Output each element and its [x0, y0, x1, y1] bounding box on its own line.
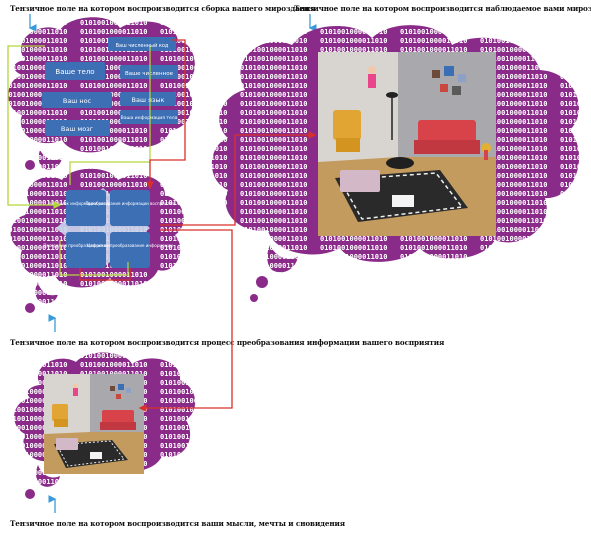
svg-text:Ваш язык: Ваш язык: [132, 96, 165, 104]
assembly-box-perception-info: Ваша информация тела: [120, 110, 178, 124]
red-link-assembly: [146, 39, 186, 190]
red-link-to-thoughts: [138, 229, 233, 412]
svg-text:Ваша информация тела: Ваша информация тела: [121, 115, 178, 121]
assembly-box-body: Ваше тело: [45, 62, 105, 80]
assembly-box-brain: Ваш мозг: [45, 120, 110, 136]
svg-text:Цифровое преобразование информ: Цифровое преобразование информации: [87, 243, 173, 248]
svg-text:Ваше численное: Ваше численное: [125, 71, 174, 77]
transformation-diagram: Источник информации восприятия Преобразо…: [43, 188, 175, 268]
svg-text:Ваш нос: Ваш нос: [63, 97, 92, 105]
red-link-transformation-left: [79, 268, 131, 281]
green-link-left: [7, 45, 62, 209]
assembly-box-number-of-sensations: Ваше численное: [120, 65, 178, 79]
caption-thoughts-field: Тензичное поле на котором воспроизводитс…: [10, 519, 345, 528]
green-link-bottom: [59, 240, 129, 276]
process-box-result: Цифровое преобразование информации: [87, 232, 173, 268]
svg-text:Программа преобразования воспр: Программа преобразования восприятия: [43, 243, 129, 248]
caption-transformation-field: Тензичное поле на котором воспроизводитс…: [10, 338, 445, 347]
process-box-transformation: Преобразование информации восприятия: [85, 190, 175, 226]
process-box-source: Источник информации восприятия: [49, 190, 124, 226]
thoughts-room-image: [44, 374, 144, 474]
connectors: [7, 39, 317, 412]
assembly-box-numeric-code: Ваш численный код: [108, 37, 176, 51]
svg-text:Ваше тело: Ваше тело: [55, 68, 94, 76]
assembly-box-nerves: Ваш нос: [42, 92, 112, 108]
svg-text:Преобразование информации восп: Преобразование информации восприятия: [85, 201, 175, 206]
caption-assembly-field: Тензичное поле на котором воспроизводитс…: [10, 4, 316, 13]
caption-observed-field: Тензичное поле на котором воспроизводитс…: [294, 4, 591, 13]
observed-room-image: [318, 52, 496, 236]
process-box-transformation-program: Программа преобразования восприятия: [43, 232, 129, 268]
svg-text:Ваш численный код: Ваш численный код: [116, 42, 169, 49]
assembly-box-tongue: Ваш язык: [120, 92, 176, 106]
svg-text:Ваш мозг: Ваш мозг: [61, 125, 94, 133]
red-link-to-observed: [160, 131, 317, 226]
svg-text:Источник информации восприятия: Источник информации восприятия: [49, 201, 124, 206]
green-link-inner: [69, 46, 151, 185]
